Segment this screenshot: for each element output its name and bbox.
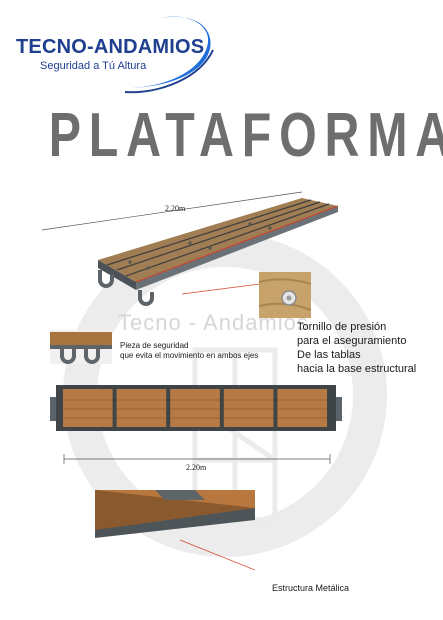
caption-line: De las tablas <box>297 349 361 361</box>
platform-3d-illustration <box>41 191 339 306</box>
brand-tagline: Seguridad a Tú Altura <box>40 60 147 72</box>
page-title: PLATAFORMA <box>48 101 443 170</box>
safety-piece-caption: Pieza de seguridad que evita el movimien… <box>120 341 258 361</box>
caption-line: Pieza de seguridad <box>120 341 189 350</box>
dimension-label-bottom: 2.20m <box>186 463 207 472</box>
screw-closeup-photo <box>259 272 311 318</box>
brand-swoosh-icon <box>124 16 214 94</box>
top-view-board <box>223 389 274 427</box>
top-view-board <box>277 389 327 427</box>
caption-line: hacia la base estructural <box>297 363 417 375</box>
brand-name: TECNO-ANDAMIOS <box>16 36 205 58</box>
top-view-board <box>63 389 113 427</box>
screw-caption: Tornillo de presión para el aseguramient… <box>297 320 416 376</box>
structure-closeup-photo <box>95 490 255 571</box>
dimension-label-top: 2.20m <box>165 204 186 213</box>
structure-caption: Estructura Metálica <box>272 583 350 593</box>
caption-line: Tornillo de presión <box>297 321 387 333</box>
safety-piece-photo <box>50 330 112 364</box>
caption-line: para el aseguramiento <box>297 335 407 347</box>
caption-line: que evita el movimiento en ambos ejes <box>120 351 259 360</box>
platform-top-view <box>50 385 342 464</box>
top-view-board <box>170 389 220 427</box>
top-view-board <box>116 389 167 427</box>
